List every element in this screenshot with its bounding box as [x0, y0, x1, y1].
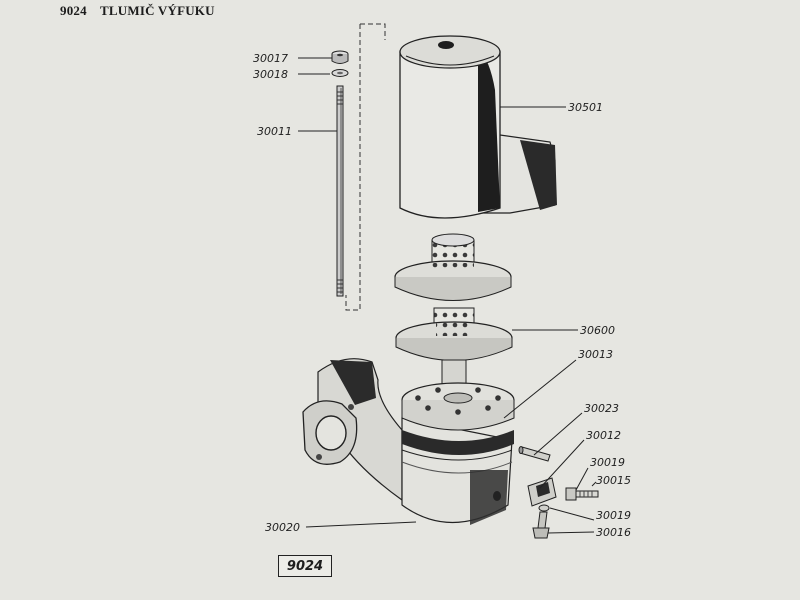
callout-30023: 30023: [584, 402, 619, 415]
screw-part: [532, 511, 550, 539]
figure-number-box: 9024: [278, 555, 332, 577]
callout-30501: 30501: [568, 101, 603, 114]
callout-30018: 30018: [253, 68, 288, 81]
page-header: 9024 TLUMIČ VÝFUKU: [60, 3, 215, 19]
small-bolt-part: [565, 487, 599, 501]
figure-number: 9024: [286, 558, 324, 574]
assembly-guide-line: [345, 23, 386, 311]
washer-small-part: [538, 504, 550, 512]
callout-30600: 30600: [580, 324, 615, 337]
washer-part: [331, 69, 349, 77]
callout-30020: 30020: [265, 521, 300, 534]
nut-part: [331, 50, 349, 64]
callout-30019-upper: 30019: [590, 456, 625, 469]
clamp-part: [527, 477, 557, 507]
callout-30011: 30011: [257, 125, 292, 138]
exhaust-base-part: [302, 358, 515, 525]
header-title: TLUMIČ VÝFUKU: [100, 3, 215, 18]
callout-30016: 30016: [596, 526, 631, 539]
callout-30019-lower: 30019: [596, 509, 631, 522]
inner-tube-upper: [394, 233, 512, 301]
upper-shell-part: [399, 35, 557, 219]
pin-part: [518, 446, 551, 462]
callout-30012: 30012: [586, 429, 621, 442]
baffle-disc-part: [395, 307, 513, 361]
leader-lines: [298, 57, 597, 534]
callout-30017: 30017: [253, 52, 288, 65]
callout-30013: 30013: [578, 348, 613, 361]
callout-30015: 30015: [596, 474, 631, 487]
long-bolt-part: [336, 85, 344, 297]
header-number: 9024: [60, 3, 87, 18]
